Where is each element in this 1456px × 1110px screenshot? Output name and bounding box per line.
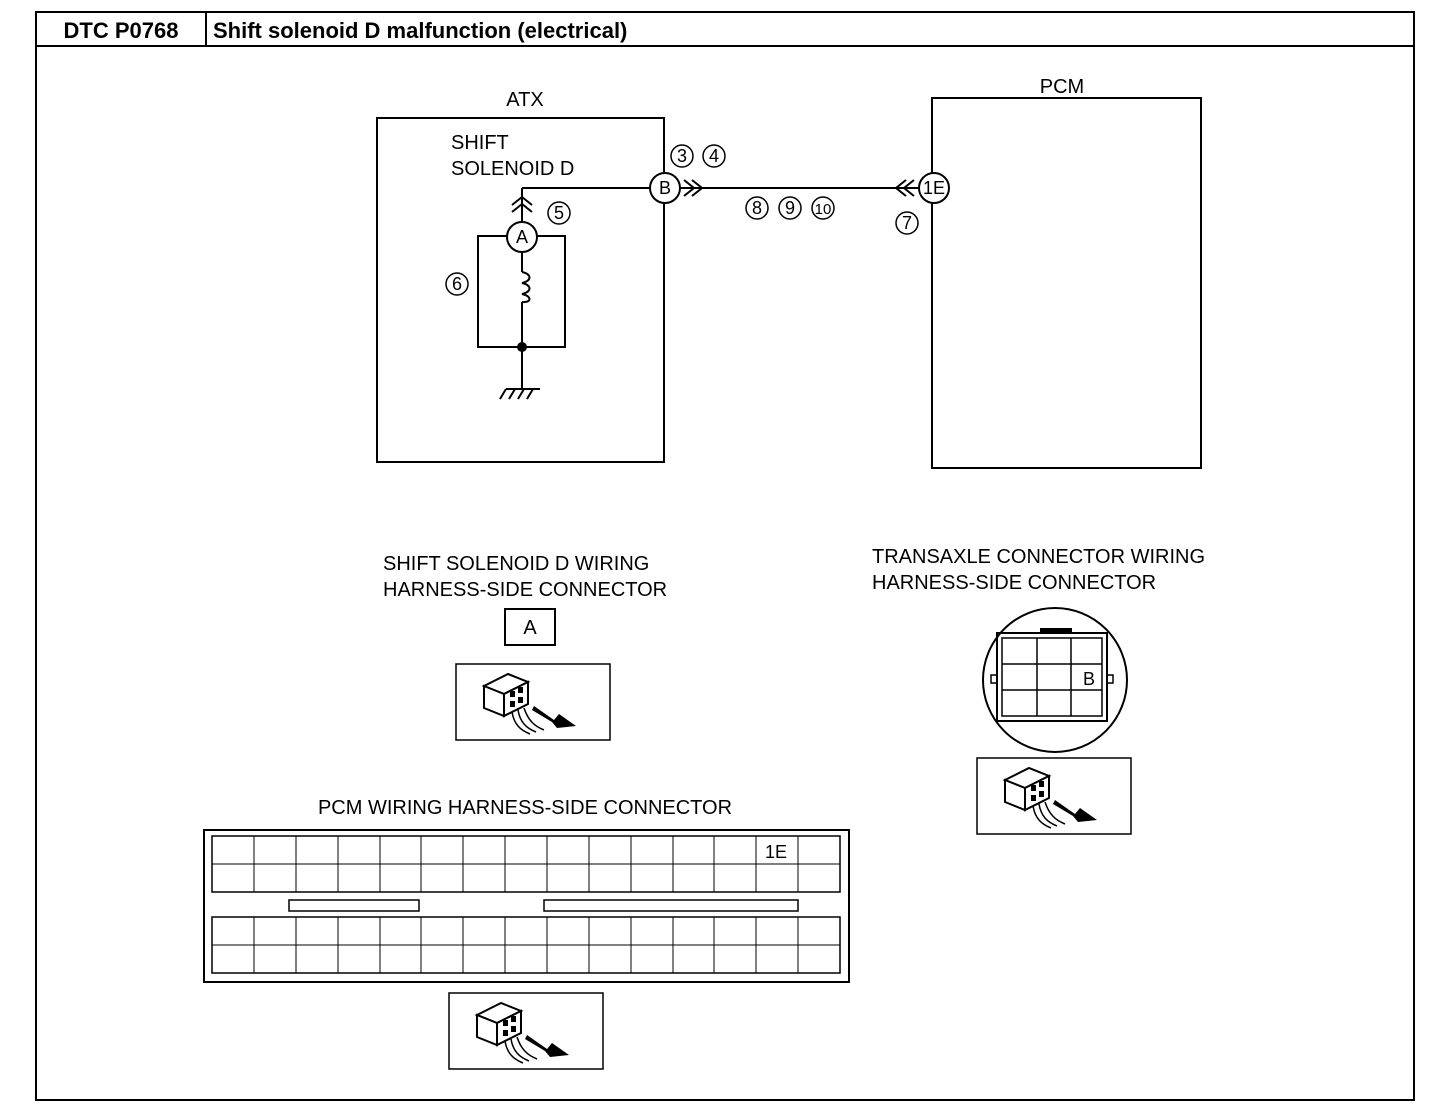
pcm-connector-title: PCM WIRING HARNESS-SIDE CONNECTOR xyxy=(318,797,732,819)
connector-a-icon xyxy=(506,221,538,253)
pcm-box xyxy=(931,97,1202,469)
circuit-wiring xyxy=(477,187,919,388)
solenoid-connector-tag: A xyxy=(523,617,537,639)
solenoid-connector-tag-box xyxy=(504,608,556,646)
transaxle-pin-b: B xyxy=(1083,669,1095,689)
step-3: 3 xyxy=(677,146,687,166)
junction-dot xyxy=(517,342,527,352)
step-6: 6 xyxy=(452,274,462,294)
step-markers xyxy=(445,144,919,296)
atx-label: ATX xyxy=(506,89,543,111)
transaxle-connector-grid xyxy=(990,628,1114,722)
connector-b-icon xyxy=(649,172,681,204)
outer-frame xyxy=(35,11,1415,1101)
pcm-plug-icon xyxy=(448,992,604,1070)
step-7: 7 xyxy=(902,213,912,233)
connector-b-label: B xyxy=(659,178,671,198)
step-5: 5 xyxy=(554,203,564,223)
step-4: 4 xyxy=(709,146,719,166)
solenoid-label-line1: SHIFT xyxy=(451,132,509,154)
step-8: 8 xyxy=(752,198,762,218)
ground-icon xyxy=(499,388,540,400)
solenoid-plug-icon xyxy=(455,663,611,741)
connector-chevron-icons xyxy=(511,179,915,213)
dtc-code: DTC P0768 xyxy=(64,18,179,43)
atx-box xyxy=(376,117,665,463)
connector-1e-label: 1E xyxy=(923,178,945,198)
pcm-pin-1e: 1E xyxy=(765,842,787,862)
solenoid-coil-icon xyxy=(521,271,531,304)
connector-a-label: A xyxy=(516,227,528,247)
transaxle-connector-title-line2: HARNESS-SIDE CONNECTOR xyxy=(872,572,1156,594)
transaxle-plug-icon xyxy=(976,757,1132,835)
solenoid-label-line2: SOLENOID D xyxy=(451,158,574,180)
transaxle-connector-title-line1: TRANSAXLE CONNECTOR WIRING xyxy=(872,546,1205,568)
solenoid-connector-title-line2: HARNESS-SIDE CONNECTOR xyxy=(383,579,667,601)
pcm-label: PCM xyxy=(1040,76,1084,98)
solenoid-connector-title-line1: SHIFT SOLENOID D WIRING xyxy=(383,553,649,575)
step-9: 9 xyxy=(785,198,795,218)
pcm-connector-body xyxy=(203,829,850,983)
connector-1e-icon xyxy=(918,172,950,204)
step-10: 10 xyxy=(815,201,832,218)
dtc-title: Shift solenoid D malfunction (electrical… xyxy=(213,18,627,43)
